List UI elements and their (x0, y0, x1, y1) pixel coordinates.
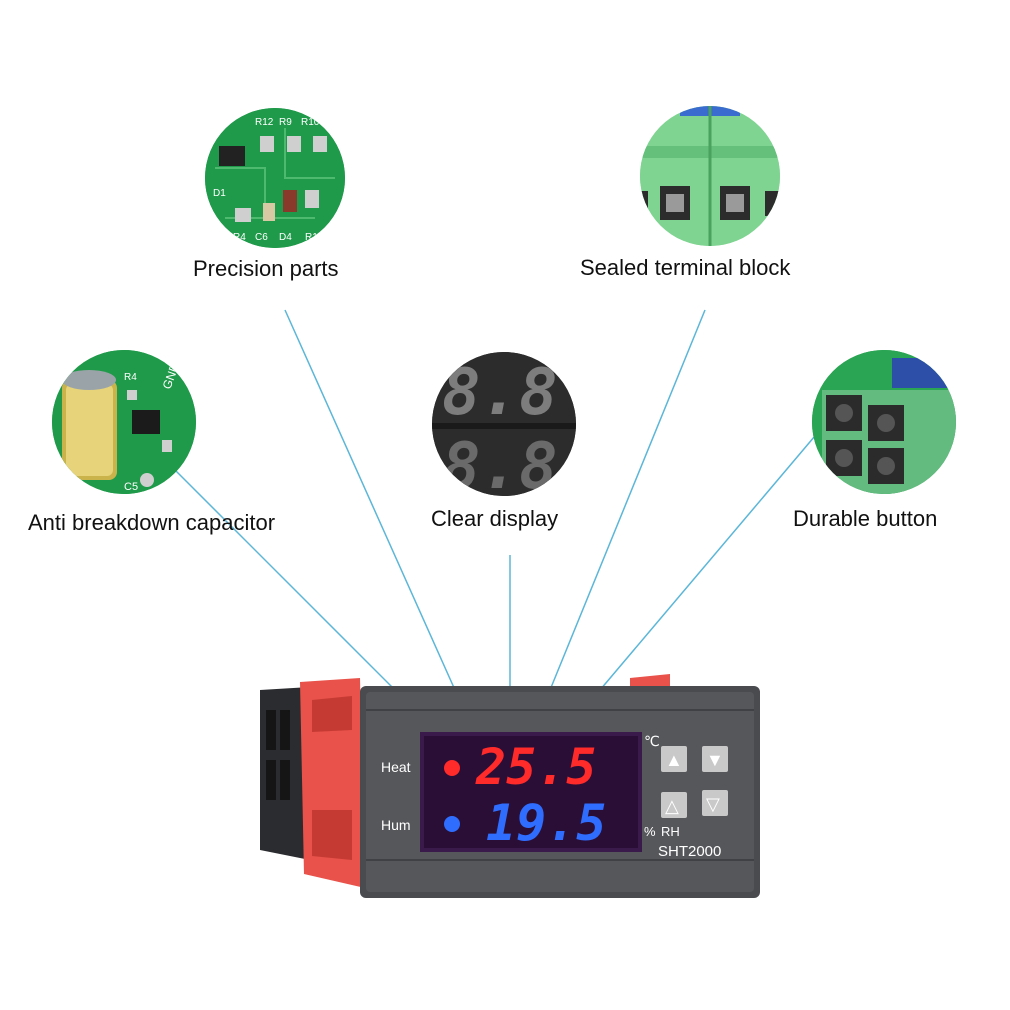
silk-c5: C5 (124, 481, 138, 493)
leader-line-precision (284, 309, 456, 691)
leader-line-button (599, 429, 821, 691)
heat-indicator-led (444, 760, 460, 776)
controller-device: Heat Hum 25.5 19.5 ℃ % RH ▲ ▼ △ ▽ SHT200… (260, 674, 760, 898)
hum-label: Hum (381, 817, 411, 833)
button-down-secondary[interactable]: ▽ (702, 790, 728, 816)
humidity-reading: 19.5 (486, 794, 606, 852)
silk-d4: D4 (279, 232, 292, 243)
terminal-block-icon (640, 106, 780, 246)
silk-cap-r4: R4 (124, 372, 137, 383)
up-outline-arrow-icon: △ (665, 796, 679, 816)
feature-label-button: Durable button (793, 506, 938, 531)
feature-label-terminal: Sealed terminal block (580, 255, 791, 280)
display-closeup-image: 8.8 8.8 (432, 352, 576, 496)
silk-r4: R4 (233, 232, 246, 243)
precision-parts-image: R12 R9 R10 D1 C6 D4 R1 R4 (205, 108, 345, 248)
leader-line-capacitor (174, 469, 396, 691)
silk-r1: R1 (305, 232, 318, 243)
down-outline-arrow-icon: ▽ (706, 794, 720, 814)
model-label: SHT2000 (658, 843, 721, 860)
up-arrow-icon: ▲ (665, 750, 683, 770)
button-down-primary[interactable]: ▼ (702, 746, 728, 772)
button-up-secondary[interactable]: △ (661, 792, 687, 818)
silk-r10: R10 (301, 117, 320, 128)
seven-segment-closeup-icon: 8.8 8.8 (432, 352, 576, 496)
down-arrow-icon: ▼ (706, 750, 724, 770)
feature-label-display: Clear display (431, 506, 559, 531)
silk-c6: C6 (255, 232, 268, 243)
display-closeup-top-digits: 8.8 (442, 356, 558, 430)
durable-button-image (812, 350, 956, 494)
temperature-reading: 25.5 (475, 738, 596, 796)
feature-label-precision: Precision parts (193, 256, 339, 281)
feature-label-capacitor: Anti breakdown capacitor (28, 510, 276, 535)
capacitor-icon: GND C5 R4 (52, 350, 196, 494)
heat-label: Heat (381, 759, 411, 775)
hum-unit-percent: % (644, 824, 656, 839)
terminal-block-image (640, 106, 780, 246)
capacitor-image: GND C5 R4 (52, 350, 196, 494)
silk-r12: R12 (255, 117, 274, 128)
silk-r9: R9 (279, 117, 292, 128)
temp-unit: ℃ (644, 733, 660, 749)
hum-indicator-led (444, 816, 460, 832)
button-up-primary[interactable]: ▲ (661, 746, 687, 772)
pcb-closeup-icon: R12 R9 R10 D1 C6 D4 R1 R4 (205, 108, 345, 248)
silk-d1: D1 (213, 188, 226, 199)
leader-line-terminal (549, 309, 706, 691)
tactile-button-icon (812, 350, 956, 494)
hum-unit-rh: RH (661, 824, 680, 839)
